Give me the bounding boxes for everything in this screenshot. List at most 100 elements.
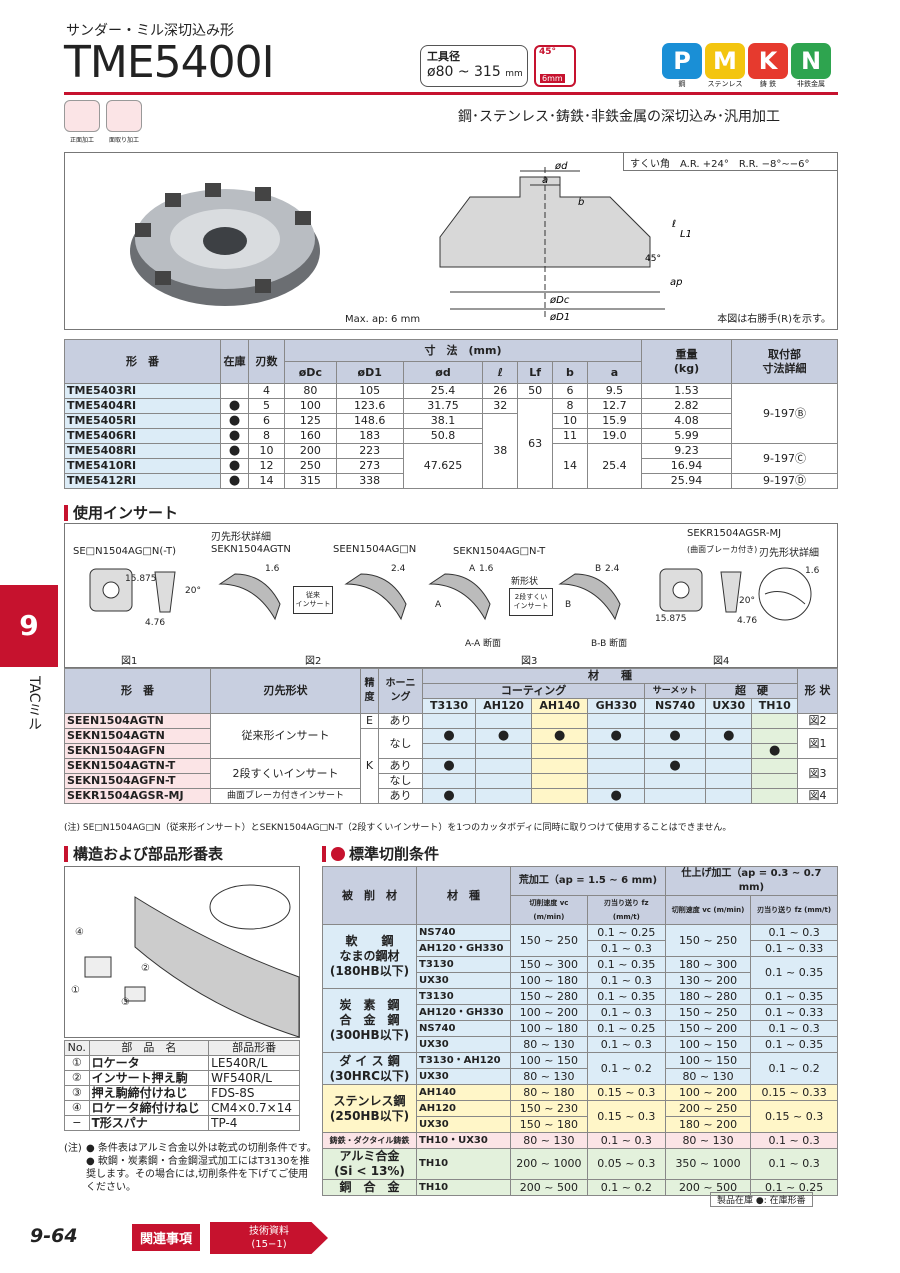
cut-value: 150 ~ 230 — [510, 1100, 588, 1117]
insert-title-text: 使用インサート — [73, 504, 179, 522]
insert-label: SEKR1504AGSR-MJ — [687, 528, 782, 539]
cut-value: 0.15 ~ 0.3 — [586, 1084, 666, 1101]
cut-value: 0.1 ~ 0.35 — [750, 1036, 838, 1053]
ins-stock — [422, 773, 476, 789]
cut-value: 100 ~ 200 — [510, 1004, 588, 1021]
spec-h-weight: 重量 (kg) — [641, 339, 732, 384]
dim-od-label: ød — [554, 161, 568, 172]
dim-dc-label: øDc — [549, 295, 570, 306]
cut-grade: TH10 — [416, 1179, 511, 1196]
ins-stock: ● — [587, 728, 646, 744]
ins-hone: あり — [378, 788, 423, 804]
cut-value: 0.1 ~ 0.3 — [750, 1148, 838, 1180]
two-step-box: 2段すくい インサート — [509, 588, 553, 616]
spec-b: 8 — [552, 398, 588, 414]
cross-section-drawing: ød a b ℓ L1 45° ap øDc øD1 — [439, 161, 690, 323]
dim-angle-label: 45° — [645, 254, 661, 264]
cut-value: 130 ~ 200 — [664, 972, 752, 989]
spec-h-dc: øDc — [284, 361, 337, 384]
ins-prec: K — [360, 728, 379, 804]
ins-h-model: 形 番 — [64, 668, 211, 714]
ins-stock — [751, 788, 798, 804]
conventional-box: 従来 インサート — [293, 586, 333, 614]
spec-h-stock: 在庫 — [220, 339, 249, 384]
insert-section-title: 使用インサート — [64, 502, 178, 523]
figure-label: 図1 — [121, 656, 138, 667]
ins-prec: E — [360, 713, 379, 729]
spec-teeth: 12 — [248, 458, 285, 474]
edge-shape-icon — [218, 573, 281, 621]
diameter-box: 工具径 ø80 ~ 315 mm — [420, 45, 528, 87]
ins-stock — [587, 713, 646, 729]
chapter-tab: 9 — [0, 585, 58, 667]
spec-weight: 4.08 — [641, 413, 732, 429]
cut-value: 0.1 ~ 0.35 — [750, 956, 838, 989]
ins-h-coat: コーティング — [421, 683, 646, 699]
ins-stock: ● — [644, 758, 707, 774]
angle-badge: 45° 6mm — [534, 45, 576, 87]
ins-stock: ● — [705, 728, 753, 744]
cut-value: 150 ~ 280 — [510, 988, 588, 1005]
depth-value: 6mm — [540, 74, 565, 83]
spec-lf: 63 — [517, 398, 554, 489]
figure-note: 本図は右勝手(R)を示す。 — [717, 314, 831, 325]
chapter-label: TACミル — [26, 676, 42, 731]
ins-stock — [644, 788, 707, 804]
part-code: TP-4 — [208, 1115, 300, 1131]
ins-h-shape: 形 状 — [797, 668, 838, 714]
parts-section-title: 構造および部品形番表 — [64, 843, 223, 864]
spec-d: 50.8 — [402, 428, 484, 444]
spec-model: TME5410RI — [64, 458, 221, 474]
spec-stock: ● — [220, 398, 249, 414]
grade-ah120: AH120 — [474, 698, 533, 714]
cut-value: 0.1 ~ 0.3 — [750, 1132, 838, 1149]
dim-l-label: ℓ — [672, 219, 676, 230]
insert-label: SEKN1504AG□N-T — [453, 546, 546, 557]
insert-figures: SE□N1504AG□N(-T) 刃先形状詳細 SEKN1504AGTN SEE… — [64, 523, 838, 668]
dim-a-label: a — [542, 175, 548, 186]
insert-label: SEKN1504AGTN — [211, 544, 291, 555]
insert-square-icon — [659, 567, 812, 621]
spec-teeth: 8 — [248, 428, 285, 444]
grade-t3130: T3130 — [422, 698, 476, 714]
section-mark: B — [565, 600, 572, 610]
grade-th10: TH10 — [751, 698, 798, 714]
diameter-unit: mm — [505, 69, 523, 79]
cut-value: 0.15 ~ 0.3 — [750, 1100, 838, 1133]
insert-label: SEEN1504AG□N — [333, 544, 417, 555]
spec-dc: 125 — [284, 413, 337, 429]
grade-ah140: AH140 — [531, 698, 589, 714]
dim-label: 4.76 — [145, 618, 166, 628]
spec-model: TME5408RI — [64, 443, 221, 459]
ins-hone: あり — [378, 758, 423, 774]
feature-text: 鋼･ステンレス･鋳鉄･非鉄金属の深切込み･汎用加工 — [458, 109, 780, 125]
spec-weight: 9.23 — [641, 443, 732, 459]
ins-stock — [705, 773, 753, 789]
spec-d1: 105 — [335, 383, 404, 399]
material-letter: P — [662, 43, 702, 79]
ins-stock — [422, 713, 476, 729]
parts-h-no: No. — [64, 1040, 90, 1056]
spec-d1: 273 — [335, 458, 404, 474]
insert-note: (注) SE□N1504AG□N（従来形インサート）とSEKN1504AG□N-… — [64, 823, 732, 833]
part-code: CM4×0.7×14 — [208, 1100, 300, 1116]
tech-link[interactable]: 技術資料(15−1) — [210, 1222, 328, 1254]
dim-label: 1.6 — [265, 564, 280, 574]
cut-value: 0.1 ~ 0.3 — [586, 1132, 666, 1149]
ins-stock: ● — [587, 788, 646, 804]
ins-stock: ● — [422, 788, 476, 804]
insert-label: SE□N1504AG□N(-T) — [73, 546, 176, 557]
ins-edge: 従来形インサート — [210, 713, 361, 759]
cut-grade: AH120・GH330 — [416, 940, 511, 957]
face-milling-label: 正面加工 — [69, 137, 94, 144]
part-no: ④ — [64, 1100, 90, 1116]
